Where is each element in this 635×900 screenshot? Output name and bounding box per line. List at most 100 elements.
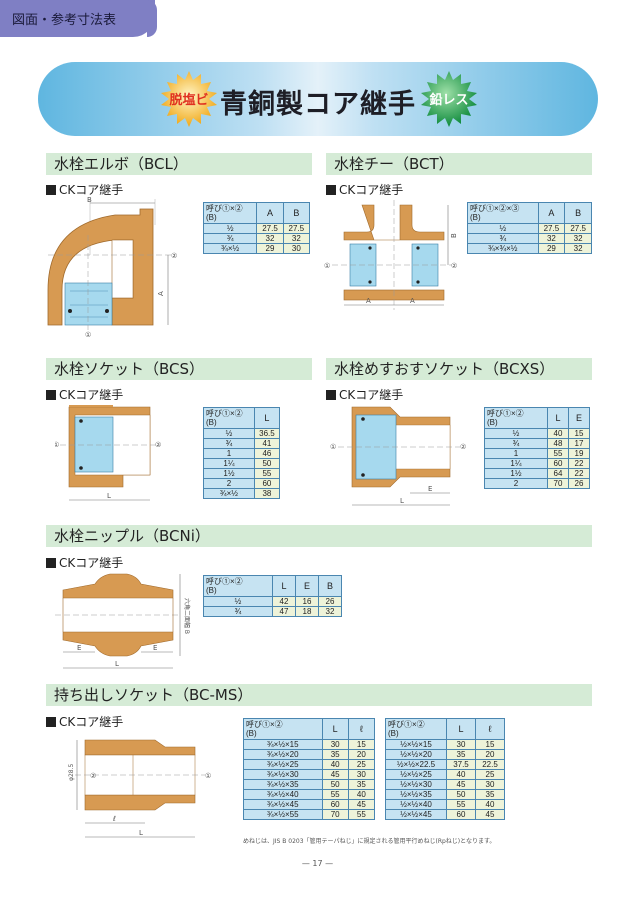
footnote: めねじは、JIS B 0203「管用テーパねじ」に規定される管用平行めねじ(Rp… — [243, 838, 496, 845]
svg-text:②: ② — [90, 772, 96, 780]
svg-text:A: A — [410, 297, 415, 305]
page-number: — 17 — — [301, 859, 334, 868]
svg-text:②: ② — [451, 262, 457, 270]
dim-b: B — [87, 196, 92, 204]
svg-text:E: E — [77, 644, 81, 652]
svg-text:E: E — [153, 644, 157, 652]
nipple-diagram: E E L 六角二面幅 B — [55, 573, 191, 669]
col-l: L — [445, 718, 476, 740]
col-e: E — [567, 407, 591, 429]
col-l: L — [271, 575, 296, 597]
svg-text:A: A — [157, 291, 165, 296]
col-l: L — [546, 407, 569, 429]
subtitle-ck: CKコア継手 — [326, 386, 403, 403]
svg-text:②: ② — [155, 441, 161, 449]
pvc-free-label: 脱塩ビ — [169, 93, 209, 108]
pvc-free-badge: 脱塩ビ — [160, 70, 218, 128]
col-a: A — [256, 202, 284, 224]
svg-text:②: ② — [460, 443, 466, 451]
table-header-size: 呼び①×②(B) — [385, 718, 447, 740]
product-banner: 脱塩ビ 青銅製コア継手 鉛レス — [38, 62, 598, 136]
svg-text:L: L — [139, 829, 143, 837]
svg-text:L: L — [115, 660, 119, 668]
subtitle-ck: CKコア継手 — [46, 713, 123, 730]
extension-socket-diagram: ℓL φ28.5 ② ① — [68, 739, 211, 838]
table-header-size: 呼び①×②(B) — [484, 407, 548, 429]
svg-text:①: ① — [324, 262, 330, 270]
col-ell: ℓ — [347, 718, 376, 740]
col-e: E — [294, 575, 319, 597]
col-ell: ℓ — [474, 718, 506, 740]
lead-free-badge: 鉛レス — [420, 70, 478, 128]
table-header-size: 呼び①×②(B) — [243, 718, 323, 740]
starburst-icon — [161, 71, 217, 127]
col-a: A — [537, 202, 566, 224]
table-header-size: 呼び①×②×③(B) — [467, 202, 539, 224]
table-header-size: 呼び①×②(B) — [203, 407, 255, 429]
svg-text:E: E — [428, 485, 432, 493]
svg-text:B: B — [450, 233, 458, 238]
section-title-bcni: 水栓ニップル（BCNi） — [46, 525, 592, 547]
section-title-bcl: 水栓エルボ（BCL） — [46, 153, 312, 175]
section-title-bct: 水栓チー（BCT） — [326, 153, 592, 175]
svg-text:φ28.5: φ28.5 — [68, 764, 75, 782]
col-b: B — [282, 202, 311, 224]
section-tab: 図面・参考寸法表 — [0, 0, 157, 37]
svg-text:①: ① — [85, 331, 91, 339]
section-title-bcs: 水栓ソケット（BCS） — [46, 358, 312, 380]
subtitle-ck: CKコア継手 — [46, 386, 123, 403]
svg-text:①: ① — [205, 772, 211, 780]
svg-text:①: ① — [330, 443, 336, 451]
table-header-size: 呼び①×②(B) — [203, 575, 273, 597]
male-female-socket-diagram: E L ① ② — [330, 406, 466, 506]
banner-title: 青銅製コア継手 — [220, 89, 416, 120]
subtitle-ck: CKコア継手 — [46, 181, 123, 198]
section-title-bcxs: 水栓めすおすソケット（BCXS） — [326, 358, 592, 380]
svg-text:L: L — [107, 492, 111, 500]
section-tab-label: 図面・参考寸法表 — [12, 13, 117, 28]
svg-text:ℓ: ℓ — [112, 815, 116, 823]
svg-text:六角二面幅 B: 六角二面幅 B — [183, 598, 191, 634]
svg-text:L: L — [400, 497, 404, 505]
elbow-diagram: B A ② ① — [47, 196, 177, 339]
svg-text:②: ② — [171, 252, 177, 260]
svg-text:A: A — [366, 297, 371, 305]
lead-free-label: 鉛レス — [429, 93, 469, 108]
section-title-bcms: 持ち出しソケット（BC-MS） — [46, 684, 592, 706]
